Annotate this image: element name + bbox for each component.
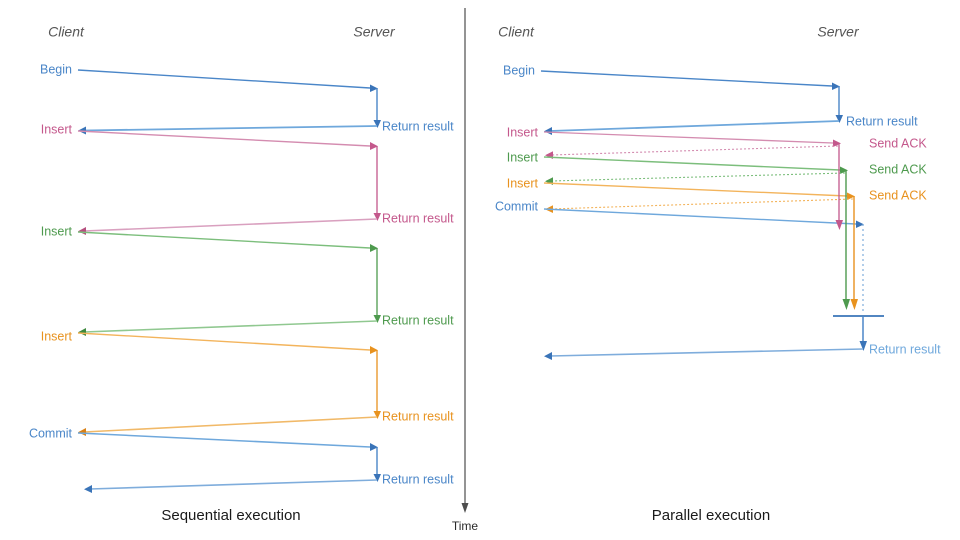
right-message-return-begin: Return result — [544, 114, 918, 135]
left-server-bar-1-arrow — [373, 120, 381, 128]
right-message-ack-green — [545, 172, 846, 185]
left-message-return-5: Return result — [84, 472, 454, 493]
right-message-return-final: Return result — [544, 342, 941, 360]
left-message-return-3: Return result — [78, 313, 454, 336]
left-message-return-2: Return result — [78, 211, 454, 235]
right-panel-parallel: Client Server Begin Return result Insert — [495, 24, 941, 524]
left-label-insert-2: Insert — [41, 224, 73, 238]
time-axis-label: Time — [452, 519, 479, 533]
right-panel-caption: Parallel execution — [652, 507, 770, 524]
right-label-return-final: Return result — [869, 342, 941, 356]
time-axis: Time — [452, 8, 479, 533]
left-server-bar-2-arrow — [373, 213, 381, 221]
right-label-insert-green: Insert — [507, 150, 539, 164]
left-message-insert-1: Insert — [41, 122, 378, 150]
left-client-title: Client — [48, 24, 85, 40]
left-message-return-1: Return result — [78, 119, 454, 135]
right-label-insert-pink: Insert — [507, 125, 539, 139]
left-server-bar-5-arrow — [373, 474, 381, 482]
left-label-begin: Begin — [40, 62, 72, 76]
right-label-begin: Begin — [503, 63, 535, 77]
left-message-insert-3: Insert — [41, 329, 378, 354]
left-panel-sequential: Client Server Begin Return result Ins — [29, 24, 454, 524]
left-label-return-2: Return result — [382, 211, 454, 225]
right-join-tail — [859, 316, 867, 351]
left-message-return-4: Return result — [78, 409, 454, 436]
left-message-commit: Commit — [29, 426, 378, 451]
right-server-lane-green — [842, 170, 850, 310]
right-label-ack-orange: Send ACK — [869, 188, 927, 202]
right-server-bar-begin-arrow — [835, 115, 843, 123]
right-label-commit: Commit — [495, 199, 539, 213]
left-label-insert-1: Insert — [41, 122, 73, 136]
right-message-ack-pink — [545, 145, 839, 159]
left-server-bar-3-arrow — [373, 315, 381, 323]
right-message-begin: Begin — [503, 63, 840, 90]
left-message-insert-2: Insert — [41, 224, 378, 252]
left-server-bar-4-arrow — [373, 411, 381, 419]
right-message-insert-pink: Insert — [507, 125, 841, 147]
right-server-lane-orange — [850, 196, 858, 310]
left-label-return-1: Return result — [382, 119, 454, 133]
left-label-return-5: Return result — [382, 472, 454, 486]
right-message-commit: Commit — [495, 199, 864, 228]
left-label-commit: Commit — [29, 426, 73, 440]
time-axis-arrowhead-icon — [461, 503, 469, 513]
left-message-begin: Begin — [40, 62, 378, 92]
right-label-ack-green: Send ACK — [869, 162, 927, 176]
left-label-return-4: Return result — [382, 409, 454, 423]
right-message-insert-green: Insert — [507, 150, 848, 174]
right-label-ack-pink: Send ACK — [869, 136, 927, 150]
right-server-title: Server — [817, 24, 860, 40]
left-panel-caption: Sequential execution — [161, 507, 300, 524]
left-label-return-3: Return result — [382, 313, 454, 327]
right-label-insert-orange: Insert — [507, 176, 539, 190]
right-message-insert-orange: Insert — [507, 176, 855, 200]
right-client-title: Client — [498, 24, 535, 40]
left-server-title: Server — [353, 24, 396, 40]
left-label-insert-3: Insert — [41, 329, 73, 343]
right-server-lane-pink — [835, 143, 843, 230]
right-label-return-begin: Return result — [846, 114, 918, 128]
